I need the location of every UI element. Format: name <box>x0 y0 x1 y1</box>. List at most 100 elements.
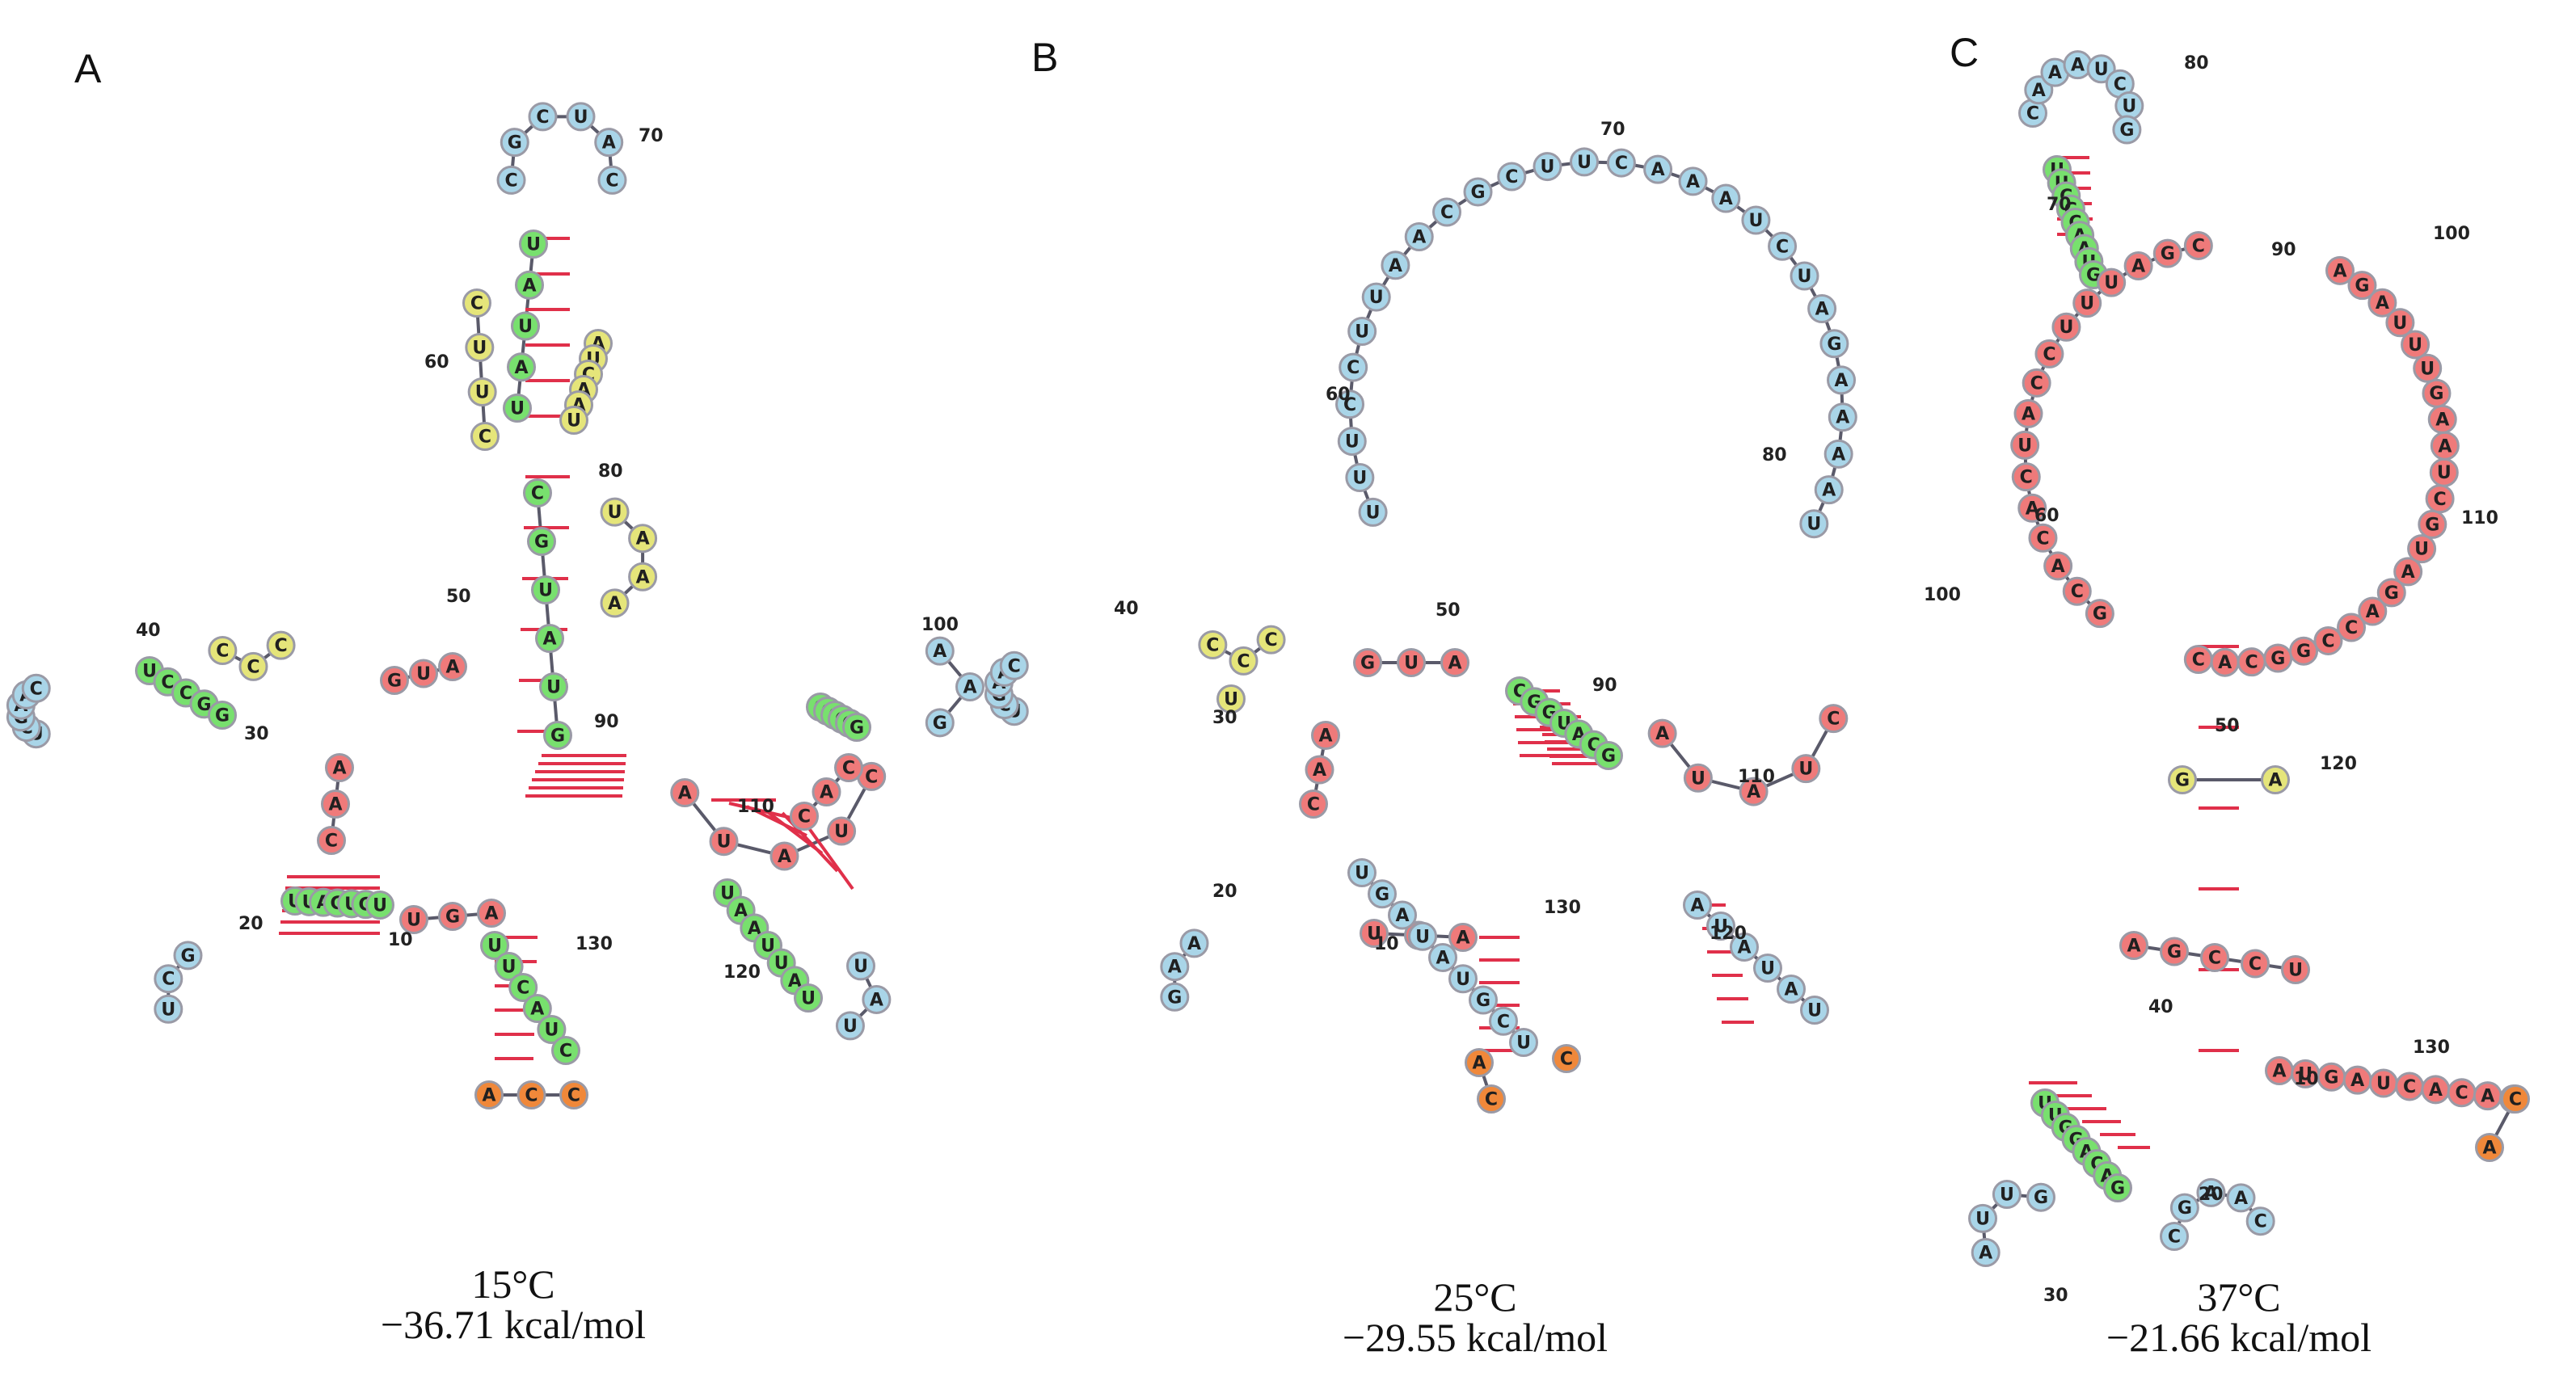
nucleotide: A <box>1739 777 1769 806</box>
svg-text:A: A <box>1719 189 1733 209</box>
svg-text:A: A <box>602 133 616 154</box>
nucleotide: C <box>597 165 627 195</box>
nucleotide: C <box>1489 1006 1518 1036</box>
nucleotide: A <box>2123 251 2153 281</box>
nucleotide: G <box>2263 643 2293 673</box>
nucleotide: U <box>399 905 428 934</box>
nucleotide: A <box>1428 943 1457 972</box>
nucleotide: C <box>496 165 526 195</box>
svg-text:C: C <box>1497 1012 1510 1032</box>
nucleotide: C <box>1339 352 1368 382</box>
nucleotide: U <box>511 311 540 341</box>
nucleotide: A <box>2421 1075 2451 1105</box>
nucleotide: U <box>2072 288 2102 318</box>
svg-text:U: U <box>1807 1001 1822 1021</box>
position-number: 120 <box>2320 754 2357 774</box>
nucleotide: G <box>380 666 409 695</box>
nucleotide: A <box>2017 493 2047 523</box>
svg-text:U: U <box>1404 654 1419 674</box>
nucleotide: C <box>1198 630 1228 659</box>
nucleotide: A <box>1465 1048 1494 1077</box>
svg-text:A: A <box>2204 1183 2218 1203</box>
svg-text:A: A <box>1784 980 1798 1000</box>
nucleotide: U <box>2114 91 2144 121</box>
nucleotide: G <box>842 713 871 742</box>
nucleotide: A <box>2210 647 2240 677</box>
nucleotide: U <box>559 406 588 435</box>
svg-text:G: G <box>1601 747 1616 767</box>
nucleotide: A <box>1814 475 1844 505</box>
svg-text:U: U <box>544 1021 559 1041</box>
nucleotide: U <box>2086 54 2116 84</box>
svg-text:U: U <box>834 822 849 842</box>
nucleotide: U <box>1800 996 1829 1025</box>
svg-text:C: C <box>1347 358 1360 378</box>
position-number: 40 <box>2148 997 2173 1017</box>
structure-c: CAAAUCUGUUCCCAAUGCACGGCCAGAUGCUAAGUUUAGA… <box>1968 50 2530 1306</box>
svg-text:A: A <box>1822 481 1836 501</box>
svg-text:U: U <box>1807 515 1821 535</box>
position-number: 30 <box>244 724 269 744</box>
nucleotide: A <box>628 524 658 554</box>
base-pair-line <box>746 805 807 837</box>
nucleotide: U <box>2051 312 2081 342</box>
svg-text:C: C <box>325 832 338 852</box>
position-number: 100 <box>2433 224 2470 244</box>
svg-text:A: A <box>2048 63 2062 83</box>
svg-text:C: C <box>1265 630 1278 651</box>
svg-text:U: U <box>2017 436 2032 456</box>
nucleotide: U <box>2385 308 2415 338</box>
svg-text:A: A <box>2333 261 2346 281</box>
svg-text:A: A <box>1313 760 1326 781</box>
svg-text:C: C <box>1307 795 1320 815</box>
nucleotide: A <box>438 652 467 681</box>
nucleotide: A <box>325 753 354 782</box>
nucleotide: A <box>2013 398 2043 428</box>
nucleotide: U <box>1509 1028 1538 1057</box>
nucleotide: A <box>2475 1133 2504 1162</box>
svg-text:U: U <box>1456 970 1470 990</box>
nucleotide: A <box>812 777 841 806</box>
svg-text:A: A <box>2218 653 2232 673</box>
nucleotide: A <box>1683 890 1712 920</box>
nucleotide: U <box>1741 205 1771 235</box>
nucleotide: A <box>1179 928 1209 958</box>
position-number: 120 <box>723 962 761 983</box>
nucleotide: U <box>1790 261 1819 291</box>
svg-text:C: C <box>2434 490 2447 510</box>
svg-text:U: U <box>1691 768 1705 789</box>
svg-text:C: C <box>842 759 855 779</box>
nucleotide: A <box>1828 402 1857 432</box>
svg-text:U: U <box>1345 432 1360 453</box>
nucleotide: C <box>528 102 558 132</box>
svg-text:A: A <box>1389 256 1402 276</box>
position-number: 130 <box>575 934 613 954</box>
svg-text:U: U <box>774 954 789 974</box>
nucleotide: C <box>21 673 51 703</box>
position-number: 60 <box>1326 385 1351 405</box>
nucleotide: U <box>537 1015 567 1044</box>
panel-label-b: B <box>1031 35 1059 80</box>
svg-text:G: G <box>2161 244 2175 264</box>
nucleotide: A <box>594 128 624 158</box>
svg-text:U: U <box>1367 924 1381 945</box>
nucleotide: A <box>1777 975 1806 1004</box>
nucleotide: C <box>999 651 1029 680</box>
svg-text:U: U <box>502 958 516 978</box>
nucleotide: G <box>438 902 467 931</box>
nucleotide: G <box>2418 509 2447 539</box>
nucleotide: A <box>628 562 658 592</box>
svg-text:A: A <box>734 901 748 921</box>
svg-text:U: U <box>2000 1185 2014 1206</box>
nucleotide: C <box>317 826 346 855</box>
nucleotide: U <box>467 377 497 406</box>
svg-text:G: G <box>2270 649 2285 669</box>
nucleotide: U <box>1361 282 1391 312</box>
svg-text:A: A <box>2429 1080 2443 1101</box>
nucleotide: U <box>503 394 532 423</box>
svg-text:A: A <box>1655 724 1669 744</box>
svg-text:A: A <box>514 358 528 378</box>
svg-text:C: C <box>179 684 192 704</box>
